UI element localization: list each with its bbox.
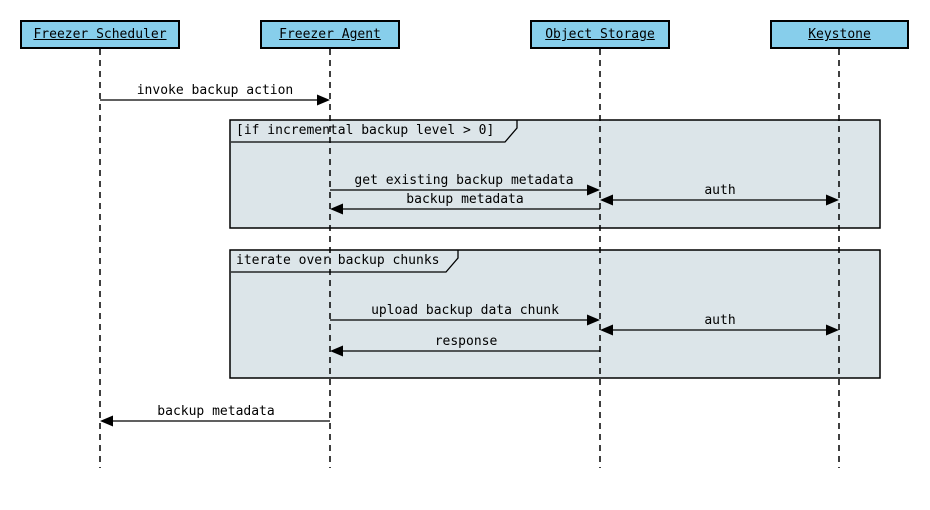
actor-box-freezer-agent bbox=[260, 20, 400, 49]
frame-iterate-chunks bbox=[229, 249, 881, 379]
actor-box-keystone bbox=[770, 20, 909, 49]
actor-label-freezer-scheduler: Freezer Scheduler bbox=[33, 27, 167, 42]
actor-box-freezer-scheduler bbox=[20, 20, 180, 49]
arrowhead-invoke-backup-action bbox=[317, 94, 330, 106]
frame-label-tab-if-incremental bbox=[231, 120, 518, 143]
message-label-response: response bbox=[434, 334, 498, 349]
arrowhead-backup-metadata-final bbox=[100, 415, 113, 427]
message-label-invoke-backup-action: invoke backup action bbox=[136, 83, 294, 98]
message-label-get-existing-backup-metadata: get existing backup metadata bbox=[354, 173, 574, 188]
frame-label-tab-iterate-chunks bbox=[231, 250, 459, 273]
arrowhead-auth-2-right bbox=[826, 324, 839, 336]
actor-label-object-storage: Object Storage bbox=[545, 27, 655, 42]
message-label-auth-2: auth bbox=[704, 313, 736, 328]
arrowhead-auth-2-left bbox=[600, 324, 613, 336]
message-label-upload-backup-data-chunk: upload backup data chunk bbox=[371, 303, 559, 318]
actor-box-object-storage bbox=[530, 20, 670, 49]
actor-label-freezer-agent: Freezer Agent bbox=[279, 27, 381, 42]
message-label-auth-1: auth bbox=[704, 183, 736, 198]
frame-label-if-incremental: [if incremental backup level > 0] bbox=[236, 123, 495, 138]
arrowhead-get-existing-backup-metadata bbox=[587, 184, 600, 196]
actor-label-keystone: Keystone bbox=[808, 27, 871, 42]
frame-label-iterate-chunks: iterate over backup chunks bbox=[236, 253, 440, 268]
message-label-backup-metadata-return: backup metadata bbox=[406, 192, 524, 207]
arrowhead-response bbox=[330, 345, 343, 357]
message-label-backup-metadata-final: backup metadata bbox=[157, 404, 275, 419]
arrowhead-backup-metadata-return bbox=[330, 203, 343, 215]
arrowhead-auth-1-left bbox=[600, 194, 613, 206]
arrowhead-upload-backup-data-chunk bbox=[587, 314, 600, 326]
arrowhead-auth-1-right bbox=[826, 194, 839, 206]
